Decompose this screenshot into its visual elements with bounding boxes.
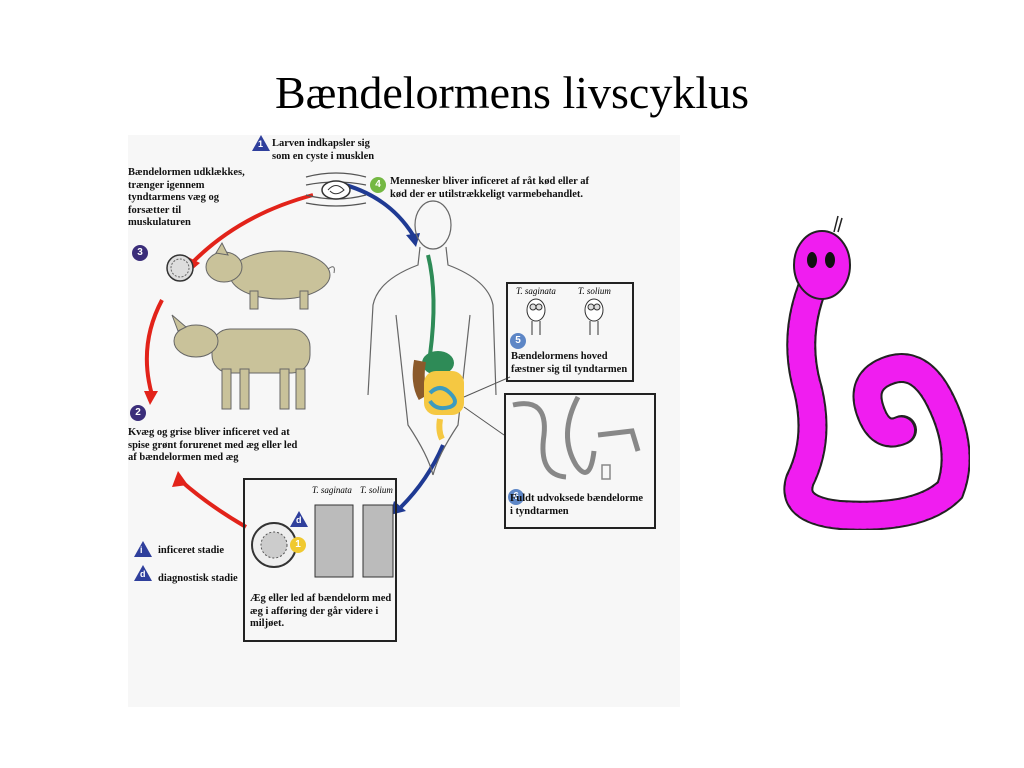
stage-4-label: Mennesker bliver inficeret af råt kød el… <box>390 176 589 200</box>
species-saginata-label-1: T. saginata <box>312 485 352 495</box>
legend-diagnostic-label: diagnostisk stadie <box>158 573 238 584</box>
larva-cyst <box>166 254 194 282</box>
muscle-cyst <box>305 172 367 207</box>
blue-arrow-head-bottom <box>390 501 406 515</box>
stage-6-number: 6 <box>508 489 524 505</box>
pig-illustration <box>205 241 335 310</box>
cartoon-worm-illustration <box>783 215 970 530</box>
stage-1b-label: Æg eller led af bændelorm med æg i affør… <box>250 593 392 629</box>
cow-illustration <box>171 314 311 410</box>
legend-diagnostic-icon: d <box>134 565 152 581</box>
cycle-graphics <box>144 172 641 578</box>
stage-5-number: 5 <box>510 333 526 349</box>
blue-arrow-bottom <box>399 444 445 509</box>
egg-box <box>243 478 397 642</box>
stage-3-number: 3 <box>132 245 148 261</box>
stage-3-label: Bændelormen udklækkes, trænger igennem t… <box>128 167 245 228</box>
life-cycle-diagram: 1 Larven indkapsler sig som en cyste i m… <box>128 135 680 707</box>
stage-2-number: 2 <box>130 405 146 421</box>
stage-1b-number: 1 <box>290 537 306 553</box>
slide-title: Bændelormens livscyklus <box>274 67 750 118</box>
red-arrow-head-left <box>144 391 158 405</box>
stage-4-number: 4 <box>370 177 386 193</box>
diagnostic-stage-marker: d <box>290 511 308 527</box>
species-saginata-label-5: T. saginata <box>516 286 556 296</box>
adult-worm-box <box>504 393 656 529</box>
stage-6-label: Fuldt udvoksede bændelorme i tyndtarmen <box>510 493 644 517</box>
adult-worm-illustrations <box>512 395 641 480</box>
human-body-outline <box>367 200 497 476</box>
stage-5-label: Bændelormens hoved fæstner sig til tyndt… <box>511 351 628 375</box>
scolex-illustrations <box>526 298 604 335</box>
legend-infective-label: inficeret stadie <box>158 545 224 556</box>
blue-arrow-head-top <box>406 233 420 247</box>
scolex-box <box>506 282 634 382</box>
infective-stage-marker-1: 1 <box>252 135 270 151</box>
red-arrow-left <box>144 299 164 396</box>
species-solium-label-1: T. solium <box>360 485 393 495</box>
red-arrow-bottom <box>178 478 248 529</box>
legend-infective-icon: i <box>134 541 152 557</box>
egg-and-segment-illustrations <box>251 504 394 578</box>
stage-2-label: Kvæg og grise bliver inficeret ved at sp… <box>128 427 298 463</box>
red-arrow-head-bottom <box>172 471 188 487</box>
red-arrow-top <box>188 193 314 267</box>
species-solium-label-5: T. solium <box>578 286 611 296</box>
stage-1-label: Larven indkapsler sig som en cyste i mus… <box>272 138 375 162</box>
digestive-tract <box>412 254 511 441</box>
